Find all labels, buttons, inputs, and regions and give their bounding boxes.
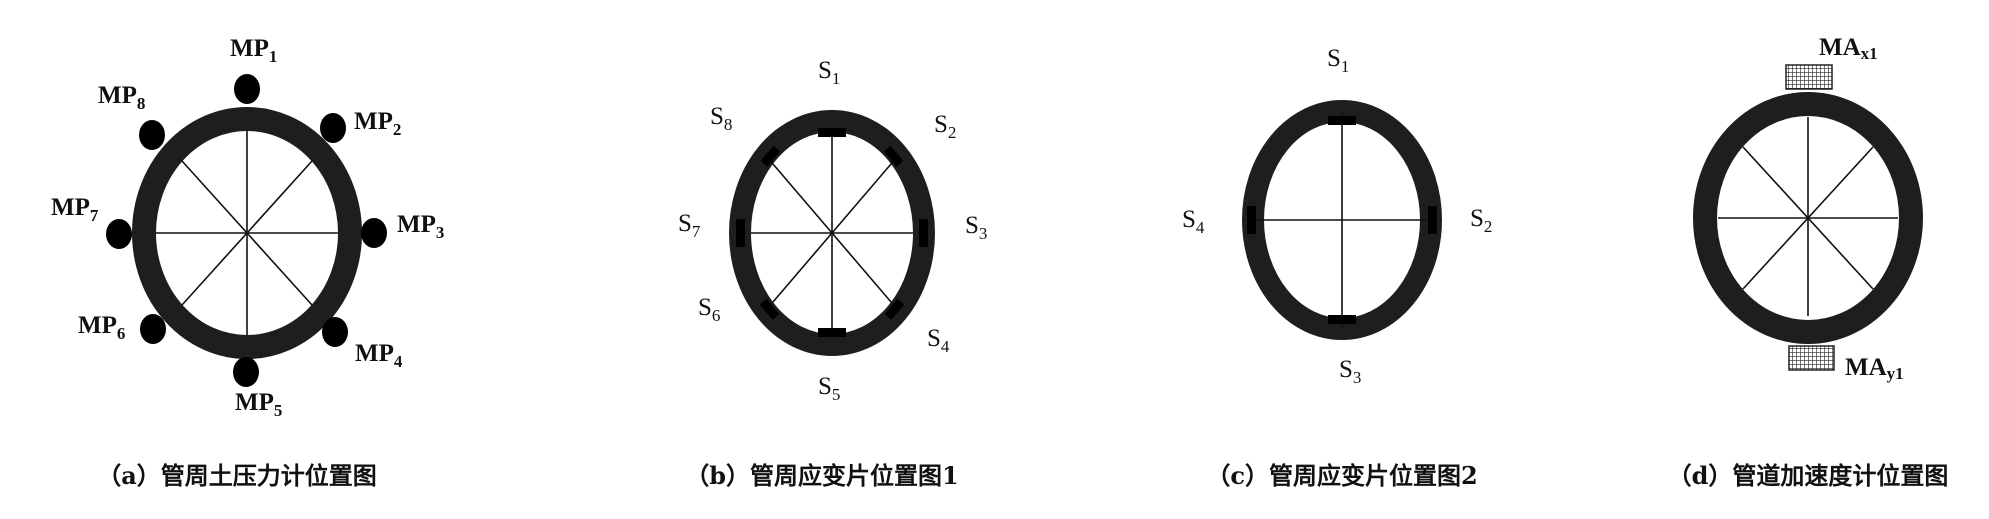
accelerometer-x1 [1785, 64, 1833, 90]
label-s6: S6 [698, 294, 720, 325]
strain-gauge-2 [883, 145, 904, 167]
pipe-ring [1242, 100, 1442, 340]
label-max1: MAx1 [1819, 34, 1878, 63]
pipe-ring [1693, 92, 1923, 344]
strain-gauge-3 [1328, 315, 1356, 324]
label-mp4: MP4 [355, 340, 403, 371]
figure-b-strain-gauges-1: S1 S2 S3 S4 S5 S6 S7 S8 （b）管周应变片位置图1 [678, 57, 987, 490]
accelerometer-y1 [1788, 345, 1835, 371]
pressure-cell-6 [140, 314, 166, 344]
label-s5: S5 [818, 373, 840, 404]
label-s3: S3 [1339, 356, 1361, 387]
strain-gauge-1 [818, 128, 846, 137]
pressure-cell-3 [361, 218, 387, 248]
label-s1: S1 [818, 57, 840, 88]
label-may1: MAy1 [1845, 354, 1904, 383]
pressure-cell-7 [106, 219, 132, 249]
pressure-cell-2 [320, 113, 346, 143]
strain-gauge-4 [884, 298, 905, 320]
label-mp2: MP2 [354, 108, 401, 139]
pressure-cell-8 [139, 120, 165, 150]
strain-gauges [736, 128, 928, 337]
label-mp1: MP1 [230, 35, 277, 66]
strain-gauge-7 [736, 219, 745, 247]
strain-gauges [1247, 116, 1437, 324]
label-mp6: MP6 [78, 312, 125, 343]
label-s4: S4 [927, 325, 950, 356]
strain-gauge-6 [759, 298, 780, 320]
label-s8: S8 [710, 103, 732, 134]
strain-gauge-1 [1328, 116, 1356, 125]
label-s4: S4 [1182, 206, 1205, 237]
label-s2: S2 [1470, 205, 1492, 236]
pressure-cell-5 [233, 357, 259, 387]
strain-gauge-3 [919, 219, 928, 247]
pressure-cell-4 [322, 317, 348, 347]
figure-d-accelerometers: MAx1 MAy1 （d）管道加速度计位置图 [1668, 34, 1949, 490]
strain-gauge-8 [760, 145, 781, 167]
label-s3: S3 [965, 212, 987, 243]
pipe-ring [132, 107, 362, 359]
strain-gauge-5 [818, 328, 846, 337]
label-mp7: MP7 [51, 194, 99, 225]
label-mp3: MP3 [397, 211, 444, 242]
caption-a: （a）管周土压力计位置图 [97, 461, 377, 490]
pressure-cells [106, 74, 387, 387]
strain-gauge-2 [1428, 206, 1437, 234]
caption-b: （b）管周应变片位置图1 [685, 461, 958, 490]
label-s7: S7 [678, 210, 701, 241]
figure-c-strain-gauges-2: S1 S2 S3 S4 （c）管周应变片位置图2 [1182, 45, 1492, 490]
label-s2: S2 [934, 111, 956, 142]
label-mp5: MP5 [235, 389, 282, 420]
pressure-cell-1 [234, 74, 260, 104]
strain-gauge-4 [1247, 206, 1256, 234]
label-s1: S1 [1327, 45, 1349, 76]
figure-a-earth-pressure: MP1 MP2 MP3 MP4 MP5 MP6 MP7 MP8 （a）管周土压力… [51, 35, 444, 490]
label-mp8: MP8 [98, 82, 145, 113]
caption-c: （c）管周应变片位置图2 [1206, 461, 1477, 490]
caption-d: （d）管道加速度计位置图 [1668, 461, 1949, 490]
